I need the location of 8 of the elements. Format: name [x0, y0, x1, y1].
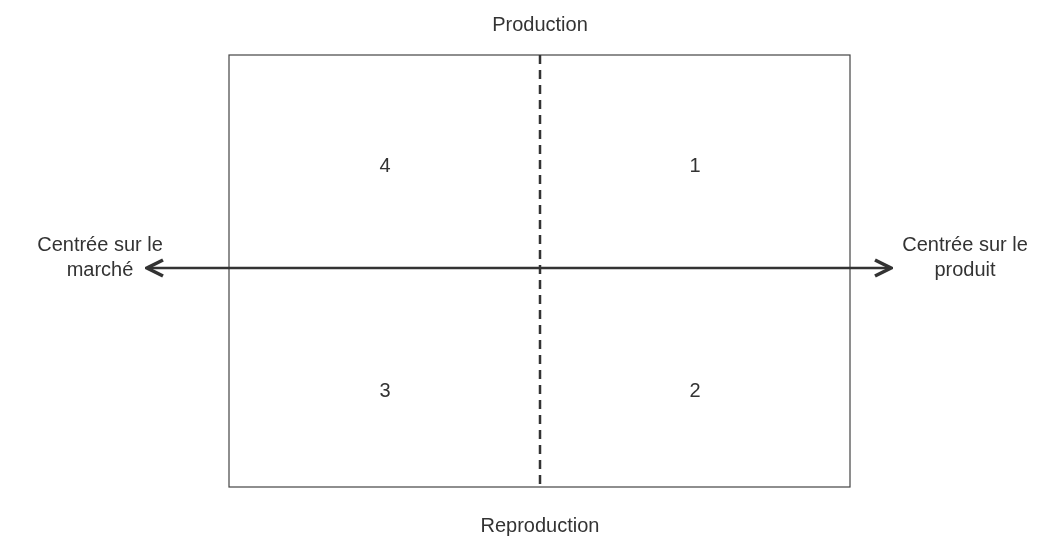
axis-label: Production: [491, 11, 589, 37]
quadrant-number: 4: [378, 152, 392, 178]
axis-label: Reproduction: [479, 512, 601, 538]
axis-label: Centrée sur le marché: [36, 232, 164, 282]
quadrant-number: 3: [378, 377, 392, 403]
quadrant-number: 2: [688, 377, 702, 403]
axis-label: Centrée sur le produit: [901, 232, 1029, 282]
quadrant-number: 1: [688, 152, 702, 178]
